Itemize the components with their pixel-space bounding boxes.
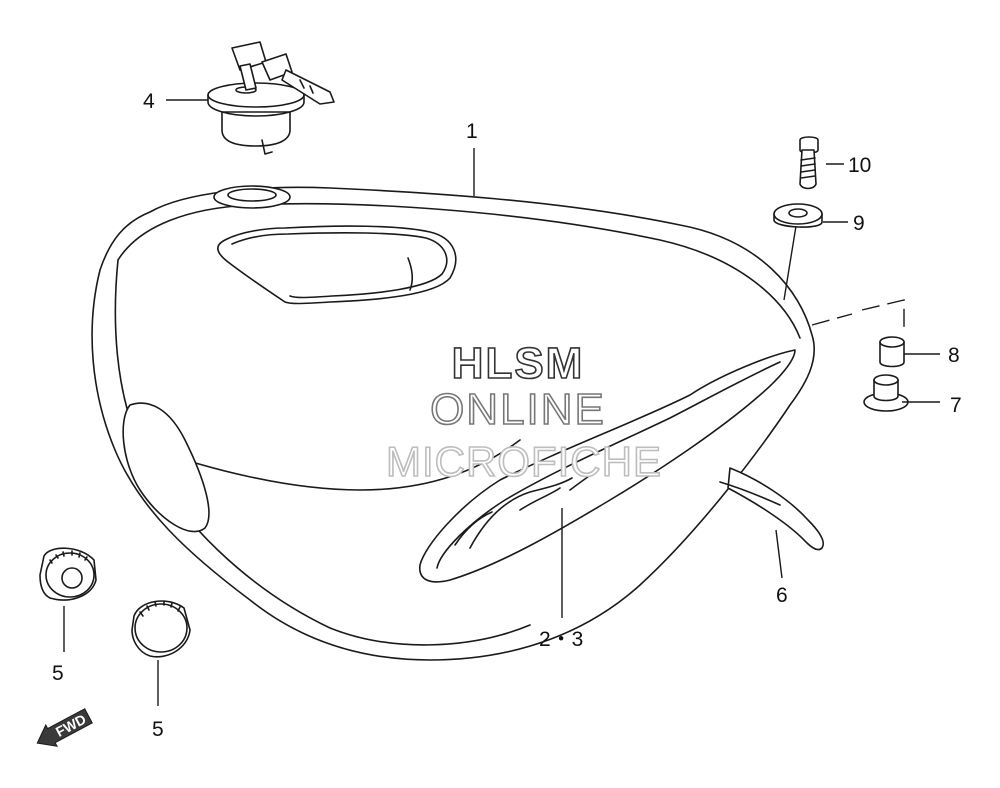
callout-2-3: 2・3 — [539, 628, 583, 651]
bolt-part-10[interactable] — [799, 136, 819, 190]
knee-grip-cap[interactable] — [131, 600, 191, 658]
cushion-part-7[interactable] — [863, 374, 909, 412]
leader-lines — [63, 99, 940, 706]
watermark-line-2: ONLINE — [430, 385, 606, 434]
knee-grip-rubber[interactable] — [39, 547, 97, 601]
key-icon — [231, 41, 335, 105]
callout-7: 7 — [950, 394, 962, 417]
fuel-cap[interactable] — [207, 82, 305, 155]
watermark-line-3: MICROFICHE — [386, 438, 662, 485]
fuel-tank[interactable] — [91, 185, 815, 661]
callout-10: 10 — [848, 154, 871, 177]
breather-hose[interactable] — [727, 467, 824, 551]
callout-8: 8 — [948, 344, 960, 367]
watermark-line-1: HLSM — [452, 339, 585, 388]
spacer-part-8[interactable] — [879, 336, 905, 368]
callout-5b: 5 — [152, 718, 164, 741]
callout-4: 4 — [143, 90, 155, 113]
callout-1: 1 — [466, 120, 478, 143]
fwd-label: FWD — [53, 711, 89, 740]
washer-part-9[interactable] — [773, 203, 823, 228]
watermark: HLSM ONLINE MICROFICHE — [385, 338, 662, 486]
callout-5a: 5 — [52, 662, 64, 685]
callout-6: 6 — [776, 584, 788, 607]
callout-9: 9 — [853, 212, 865, 235]
fwd-arrow-icon: FWD — [36, 708, 93, 747]
